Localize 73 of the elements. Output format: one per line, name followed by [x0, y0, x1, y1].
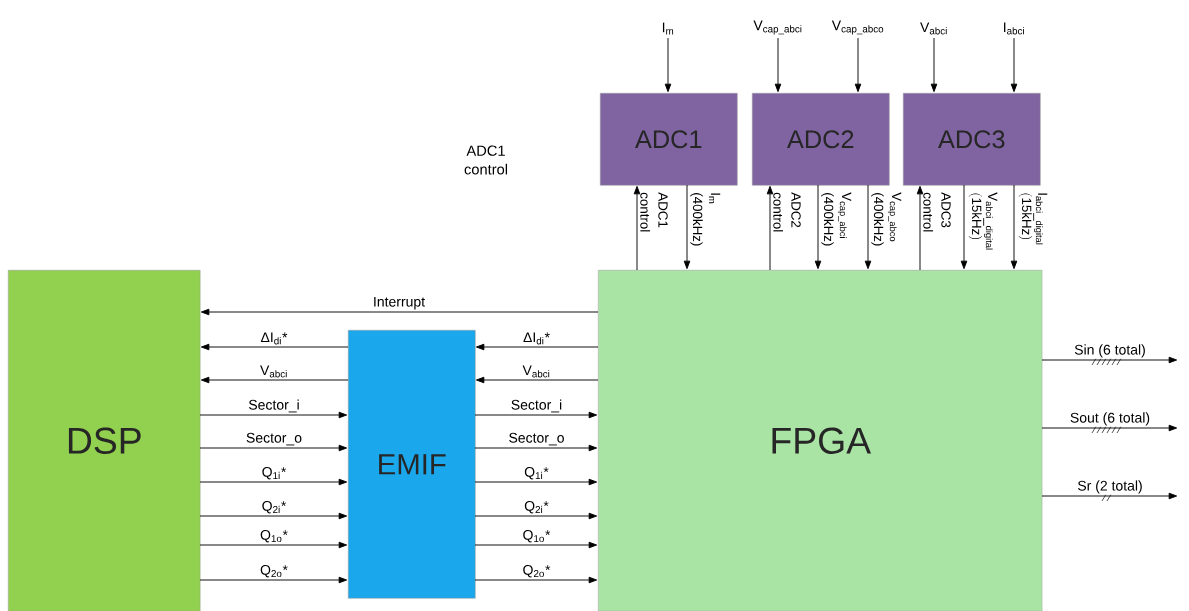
edge-label: ΔI$_{di}$* — [521, 331, 552, 346]
edge-label: Sin (6 total) — [1072, 343, 1148, 359]
edge-label: Sout (6 total) — [1068, 411, 1152, 427]
arrow — [814, 184, 822, 270]
converter-block: ADC3 — [903, 93, 1041, 186]
arrow — [774, 37, 782, 93]
arrow — [1010, 37, 1018, 93]
edge-label: V$_{cap_abci}$ — [752, 19, 804, 36]
edge-label: V$_{abci}$ — [918, 21, 950, 36]
processor-block: DSP — [8, 270, 201, 611]
arrow — [200, 343, 349, 351]
edge-label: ADC1 control — [640, 192, 668, 232]
arrow — [960, 184, 968, 270]
edge-label: ADC3 control — [923, 192, 951, 232]
arrow — [766, 185, 774, 271]
arrow — [200, 376, 349, 384]
edge-label: Q$_{2i}$* — [260, 499, 288, 515]
edge-label: Sr (2 total) — [1076, 479, 1144, 495]
arrow — [199, 512, 348, 520]
edge-label: Sector_i — [247, 398, 301, 414]
arrow — [474, 512, 598, 520]
edge-label: I$_{m}$ — [660, 21, 676, 36]
edge-label: $\begin{array}{@{}l@{}}\mathrm{I}_{\mathrm{abci\_digital}}\\ \mathrm{(15kHz)}\end{array}$ — [1018, 193, 1048, 245]
edge-label: ADC2 control — [773, 192, 801, 232]
edge-label: V$_{cap_abco}$ (400kHz) — [871, 192, 902, 246]
arrow — [474, 576, 598, 584]
edge-label: Q$_{1o}$* — [258, 528, 290, 544]
edge-label: Q$_{1o}$* — [521, 528, 552, 544]
arrow — [1041, 492, 1178, 500]
edge-label: V$_{abci}$ — [258, 364, 290, 379]
arrow — [474, 411, 598, 419]
arrow — [199, 444, 348, 452]
arrow — [664, 37, 672, 93]
interface-block: EMIF — [348, 330, 476, 599]
arrow — [199, 411, 348, 419]
arrow — [1010, 184, 1018, 270]
arrow — [864, 184, 872, 270]
edge-label: Interrupt — [371, 295, 427, 311]
edge-label: $\begin{array}{@{}l@{}}\mathrm{V}_{\mathrm{abci\_digital}}\\ \mathrm{(15kHz)}\end{array}$ — [968, 192, 998, 250]
arrow — [474, 478, 598, 486]
arrow — [474, 541, 598, 549]
signal-label: ADC1 control — [464, 145, 508, 175]
arrow — [475, 376, 599, 384]
edge-label: V$_{cap_abco}$ — [830, 19, 886, 36]
arrow — [199, 541, 348, 549]
arrow — [930, 37, 938, 93]
arrow — [199, 576, 348, 584]
arrow — [199, 478, 348, 486]
converter-block: ADC2 — [752, 93, 890, 186]
arrow — [475, 343, 599, 351]
edge-label: I$_{m}$ (400kHz) — [690, 193, 721, 246]
arrow — [683, 184, 691, 270]
arrow — [854, 37, 862, 93]
edge-label: Q$_{2i}$* — [522, 499, 551, 515]
edge-label: Q$_{1i}$* — [522, 465, 551, 481]
arrow — [916, 185, 924, 271]
arrow — [1041, 356, 1178, 364]
edge-label: I$_{abci}$ — [1001, 21, 1027, 36]
arrow — [474, 444, 598, 452]
edge-label: Q$_{2o}$* — [258, 563, 290, 579]
edge-label: V$_{cap_abci}$ (400kHz) — [821, 192, 852, 246]
edge-label: ΔI$_{di}$* — [259, 331, 289, 346]
edge-label: Sector_o — [244, 431, 304, 447]
arrow — [1041, 424, 1178, 432]
converter-block: ADC1 — [600, 93, 738, 186]
arrow — [200, 308, 599, 316]
edge-label: Q$_{1i}$* — [260, 465, 288, 481]
edge-label: Sector_o — [507, 431, 566, 447]
edge-label: Sector_i — [509, 398, 564, 414]
processor-block: FPGA — [598, 270, 1043, 611]
edge-label: V$_{abci}$ — [521, 364, 552, 379]
arrow — [633, 185, 641, 271]
edge-label: Q$_{2o}$* — [521, 563, 552, 579]
